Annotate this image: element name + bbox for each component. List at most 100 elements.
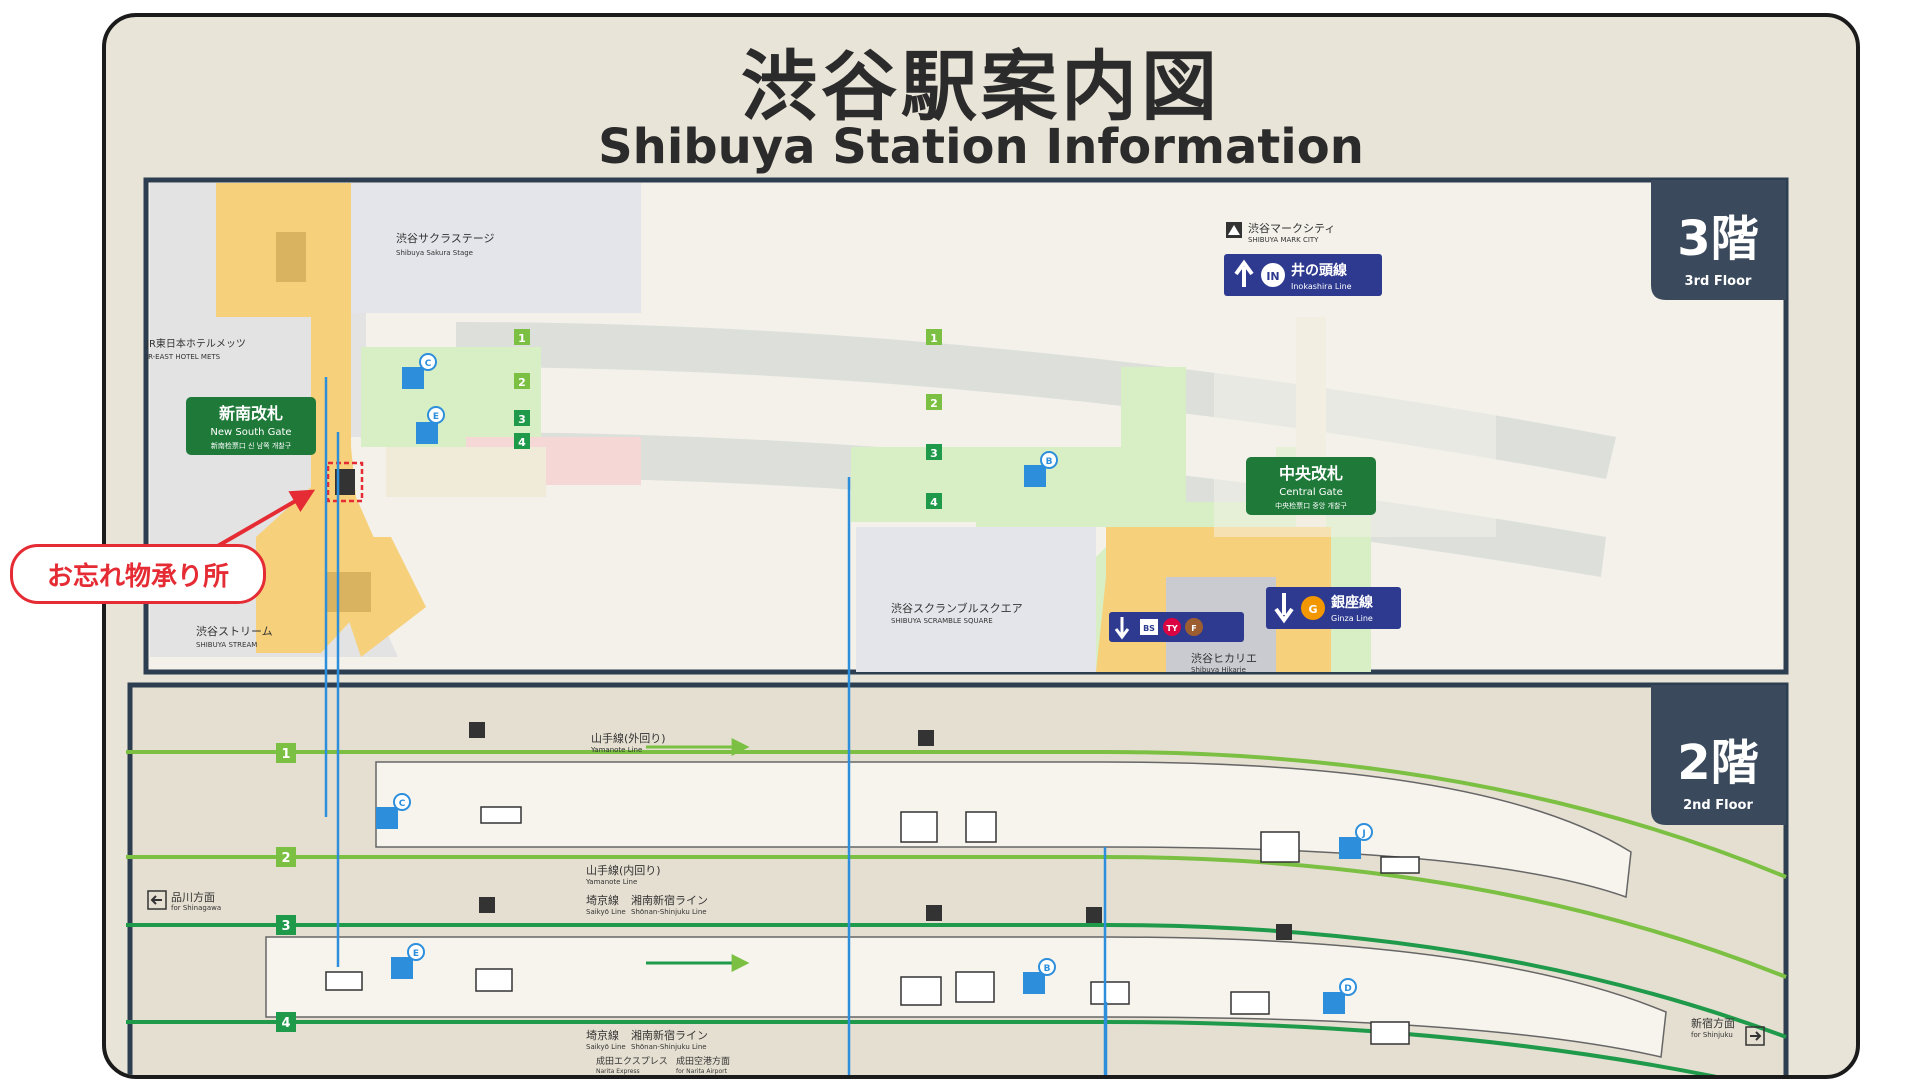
floor2-badge: 2階 2nd Floor bbox=[1651, 685, 1786, 825]
floor3-track-markers: 1 2 3 4 1 2 3 4 bbox=[514, 329, 942, 509]
inokashira-code: IN bbox=[1266, 270, 1279, 283]
south-concourse bbox=[361, 347, 541, 447]
mark-city-label-en: SHIBUYA MARK CITY bbox=[1248, 236, 1319, 244]
new-south-gate-sub: 新南检票口 신 남쪽 개찰구 bbox=[211, 441, 292, 450]
stream-walkway bbox=[321, 537, 426, 657]
new-south-gate-sign: 新南改札 New South Gate 新南检票口 신 남쪽 개찰구 bbox=[186, 397, 316, 455]
svg-text:C: C bbox=[425, 359, 432, 369]
narita-express-label: 成田エクスプレス bbox=[596, 1055, 668, 1067]
ginza-jp: 銀座線 bbox=[1331, 594, 1373, 611]
page-title-jp: 渋谷駅案内図 bbox=[741, 42, 1221, 131]
stairs-icon bbox=[326, 572, 371, 612]
svg-text:4: 4 bbox=[518, 436, 526, 449]
svg-text:3: 3 bbox=[930, 447, 938, 460]
svg-text:E: E bbox=[433, 412, 439, 422]
narita-airport-label-en: for Narita Airport bbox=[676, 1068, 728, 1075]
mark-city-label: 渋谷マークシティ bbox=[1248, 222, 1335, 235]
svg-text:3: 3 bbox=[518, 413, 526, 426]
elevator-icon: J bbox=[1339, 823, 1373, 859]
stairs-icon bbox=[276, 232, 306, 282]
lost-and-found-marker bbox=[326, 461, 364, 503]
scramble-square-label-en: SHIBUYA SCRAMBLE SQUARE bbox=[891, 617, 993, 625]
track3-label-2: 湘南新宿ライン bbox=[631, 893, 708, 907]
fukutoshin-code: F bbox=[1191, 624, 1196, 633]
to-shinagawa-en: for Shinagawa bbox=[171, 904, 221, 912]
svg-text:3: 3 bbox=[281, 919, 290, 934]
svg-text:2: 2 bbox=[930, 397, 938, 410]
track2-label-en: Yamanote Line bbox=[585, 878, 637, 886]
ginza-line-sign: G 銀座線 Ginza Line bbox=[1266, 587, 1401, 629]
elevator-icon: D bbox=[1323, 978, 1357, 1014]
floor3-badge-num: 3階 bbox=[1677, 211, 1758, 267]
svg-text:D: D bbox=[1344, 984, 1351, 994]
svg-text:J: J bbox=[1361, 829, 1365, 839]
svg-text:2: 2 bbox=[281, 851, 290, 866]
stairs-icon bbox=[325, 806, 1420, 1045]
floor2-panel: 1 2 3 4 山手線(外回り) Yamanote Line 山手線(内回り) … bbox=[126, 377, 1789, 1075]
hotel-mets-label-en: JR-EAST HOTEL METS bbox=[145, 353, 221, 361]
svg-text:B: B bbox=[1044, 964, 1051, 974]
track1-label: 山手線(外回り) bbox=[591, 731, 666, 745]
to-shinjuku-en: for Shinjuku bbox=[1691, 1031, 1733, 1039]
new-south-gate-jp: 新南改札 bbox=[219, 404, 283, 423]
svg-text:E: E bbox=[413, 949, 419, 959]
track1-label-en: Yamanote Line bbox=[590, 746, 642, 754]
elevator-icon: E bbox=[416, 406, 445, 444]
to-shinjuku-sign: 新宿方面 for Shinjuku bbox=[1691, 1016, 1765, 1046]
hotel-mets-label: JR東日本ホテルメッツ bbox=[145, 337, 246, 350]
sakura-stage-building bbox=[351, 183, 641, 313]
ginza-code: G bbox=[1308, 603, 1317, 616]
floor2-badge-en: 2nd Floor bbox=[1683, 798, 1753, 813]
floor3-badge: 3階 3rd Floor bbox=[1651, 180, 1786, 300]
scramble-square-label: 渋谷スクランブルスクエア bbox=[891, 601, 1023, 615]
inokashira-jp: 井の頭線 bbox=[1291, 262, 1347, 279]
inokashira-line-sign: IN 井の頭線 Inokashira Line bbox=[1224, 254, 1382, 296]
gate-area bbox=[386, 447, 546, 497]
sakura-stage-label-en: Shibuya Sakura Stage bbox=[396, 249, 473, 257]
track-1-line bbox=[126, 750, 1787, 879]
elevator-shaft bbox=[324, 377, 1108, 1075]
central-gate-jp: 中央改札 bbox=[1279, 464, 1343, 483]
svg-text:2: 2 bbox=[518, 376, 526, 389]
bus-code: BS bbox=[1143, 624, 1155, 633]
track4-label-en-1: Saikyō Line bbox=[586, 1043, 626, 1051]
elevator-icon: E bbox=[391, 943, 425, 979]
tokyu-code: TY bbox=[1166, 624, 1177, 633]
track4-label-2: 湘南新宿ライン bbox=[631, 1028, 708, 1042]
stream-label: 渋谷ストリーム bbox=[196, 625, 273, 638]
track-shadow bbox=[456, 432, 1606, 577]
escalator-icon bbox=[469, 722, 1292, 940]
track4-label-1: 埼京線 bbox=[586, 1028, 619, 1042]
track3-label-en-1: Saikyō Line bbox=[586, 908, 626, 916]
svg-text:1: 1 bbox=[281, 747, 290, 762]
station-map-board: 渋谷駅案内図 Shibuya Station Information bbox=[102, 13, 1860, 1079]
track-shadow bbox=[456, 322, 1616, 479]
bus-metro-sign: BS TY F bbox=[1109, 612, 1244, 642]
elevator-icon: B bbox=[1024, 451, 1058, 487]
scramble-square-building bbox=[856, 527, 1096, 672]
track2-label: 山手線(内回り) bbox=[586, 863, 661, 877]
svg-text:C: C bbox=[399, 799, 406, 809]
elevator-icon: C bbox=[402, 353, 437, 389]
inokashira-en: Inokashira Line bbox=[1291, 282, 1352, 291]
lost-and-found-callout: お忘れ物承り所 bbox=[10, 544, 266, 604]
new-south-gate-en: New South Gate bbox=[210, 427, 291, 438]
page-title-en: Shibuya Station Information bbox=[598, 119, 1364, 175]
elevator-icon: C bbox=[376, 793, 411, 829]
floor3-panel: 渋谷サクラステージ Shibuya Sakura Stage JR東日本ホテルメ… bbox=[143, 177, 1789, 675]
hikarie-label: 渋谷ヒカリエ bbox=[1191, 652, 1257, 665]
elevator-icon: B bbox=[1023, 958, 1056, 994]
callout-arrow bbox=[214, 489, 316, 549]
hikarie-label-en: Shibuya Hikarie bbox=[1191, 666, 1246, 674]
sakura-stage-label: 渋谷サクラステージ bbox=[396, 232, 495, 245]
central-gate-sign: 中央改札 Central Gate 中央检票口 중앙 개찰구 bbox=[1246, 457, 1376, 515]
lost-and-found-icon bbox=[335, 469, 355, 495]
track-4-line bbox=[126, 1020, 1717, 1075]
central-gate-en: Central Gate bbox=[1279, 487, 1343, 498]
floor2-track-markers: 1 2 3 4 bbox=[276, 743, 296, 1032]
svg-text:1: 1 bbox=[930, 332, 938, 345]
to-shinjuku-jp: 新宿方面 bbox=[1691, 1016, 1735, 1030]
stream-label-en: SHIBUYA STREAM bbox=[196, 641, 257, 649]
svg-text:1: 1 bbox=[518, 332, 526, 345]
floor2-badge-num: 2階 bbox=[1677, 735, 1758, 791]
